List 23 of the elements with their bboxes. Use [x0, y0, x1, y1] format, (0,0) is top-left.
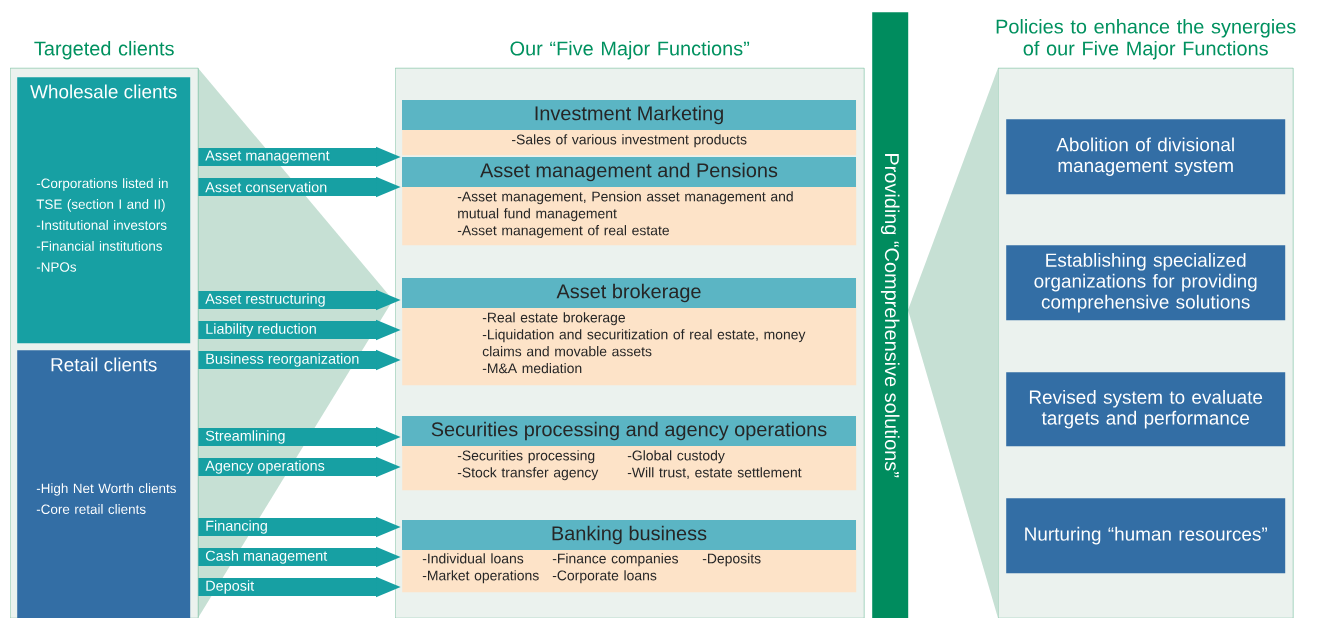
client-box: Wholesale clients -Corporations listed in TSE (section I and II) -Institutional investors -Financial institutions -NPOs [17, 77, 191, 344]
policy-box: Nurturing “human resources” [1006, 498, 1286, 574]
policy-box: Establishing specialized organizations for providing comprehensive solutions [1006, 245, 1286, 321]
function-box: Securities processing and agency operations -Securities processing -Stock transfer agency -Global custody -Will trust, estate settlement [402, 416, 857, 491]
function-box: Asset management and Pensions -Asset management, Pension asset management and mutual fund management -Asset management of real estate [402, 157, 857, 246]
edge-label: Asset restructuring [204, 292, 327, 308]
edge-label: Deposit [204, 579, 256, 595]
policy-box: Abolition of divisional management system [1006, 119, 1286, 195]
edge-label: Cash management [204, 549, 329, 565]
function-box: Investment Marketing -Sales of various investment products [402, 100, 857, 156]
policy-box: Revised system to evaluate targets and performance [1006, 372, 1286, 447]
edge-label: Agency operations [204, 459, 326, 475]
edge-label: Liability reduction [204, 322, 318, 338]
node-label: Our “Five Major Functions” [510, 40, 750, 60]
client-box: Retail clients -High Net Worth clients -Core retail clients [17, 350, 191, 618]
edge-label: Financing [204, 519, 269, 535]
edge-label: Business reorganization [204, 352, 361, 368]
function-box: Banking business -Individual loans -Market operations -Finance companies -Corporate loans -Deposits [402, 520, 857, 593]
node-label: Targeted clients [34, 40, 174, 60]
edge-label: Streamlining [204, 429, 287, 445]
function-box: Asset brokerage -Real estate brokerage -Liquidation and securitization of real estate, money claims and movable assets -M&A mediation [402, 278, 857, 386]
vertical-band: Providing “Comprehensive solutions” [872, 12, 909, 618]
node-label: Policies to enhance the synergies of our Five Major Functions [996, 18, 1296, 60]
